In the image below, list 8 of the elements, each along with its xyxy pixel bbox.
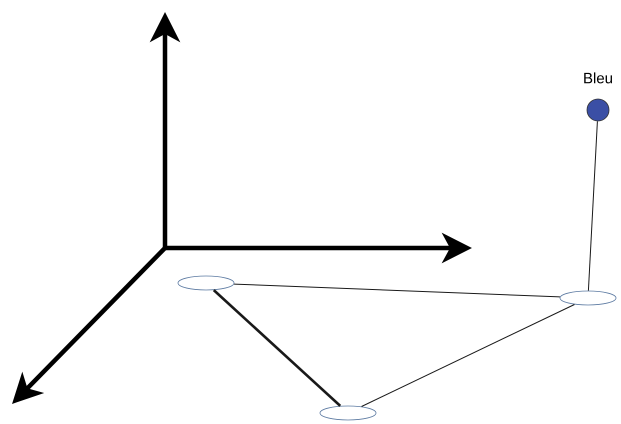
connector-line <box>361 304 575 407</box>
ellipse-marker <box>178 276 234 290</box>
connector-line <box>234 284 560 298</box>
connector-line <box>212 289 342 407</box>
ellipse-marker <box>320 406 376 420</box>
connector-line <box>588 120 598 292</box>
node-label: Bleu <box>584 72 612 84</box>
ellipse-marker <box>560 290 616 306</box>
